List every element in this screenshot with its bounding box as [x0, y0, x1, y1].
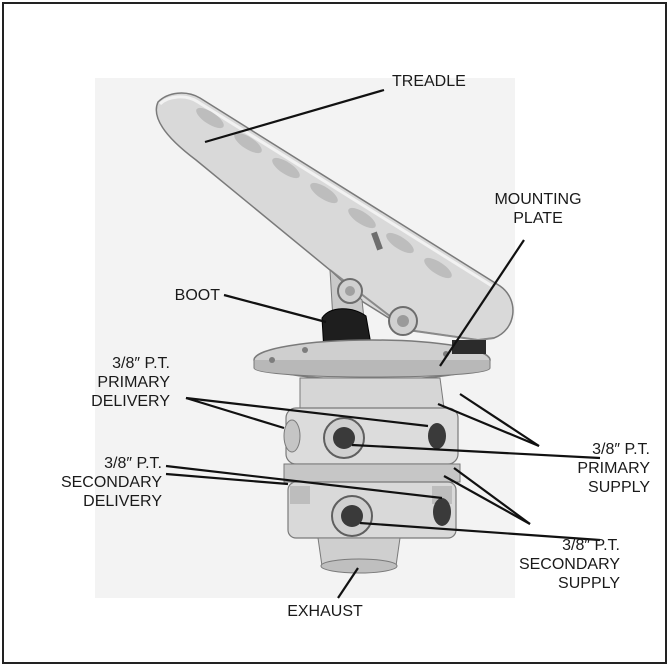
label-treadle: TREADLE [392, 73, 466, 90]
label-secondary-supply-line3: SUPPLY [558, 575, 620, 592]
valve-body-secondary [287, 481, 457, 539]
secondary-supply-port [433, 498, 451, 526]
label-primary-supply-line2: PRIMARY [577, 460, 650, 477]
label-primary-delivery-line1: 3/8″ P.T. [112, 355, 170, 372]
mounting-plate [253, 339, 491, 381]
leader-secondary-supply-1 [453, 467, 531, 525]
leader-primary-supply-2 [437, 402, 540, 448]
treadle-pedal [155, 92, 514, 342]
exhaust-port [317, 537, 401, 574]
label-primary-delivery: 3/8″ P.T. PRIMARY DELIVERY [50, 354, 170, 411]
label-secondary-delivery-line2: SECONDARY [60, 474, 162, 491]
label-secondary-supply-line1: 3/8″ P.T. [562, 537, 620, 554]
valve-body-primary [283, 377, 459, 465]
label-mounting-plate: MOUNTING PLATE [490, 190, 586, 228]
label-primary-supply-line3: SUPPLY [588, 479, 650, 496]
label-secondary-delivery-line3: DELIVERY [83, 493, 162, 510]
leader-treadle [204, 88, 385, 144]
leader-lines [165, 88, 601, 599]
leader-secondary-delivery-1 [165, 464, 443, 500]
leader-exhaust [337, 567, 359, 599]
label-secondary-delivery-line1: 3/8″ P.T. [104, 455, 162, 472]
label-mounting-plate-line2: PLATE [513, 210, 563, 227]
label-secondary-supply: 3/8″ P.T. SECONDARY SUPPLY [500, 536, 620, 593]
leader-secondary-delivery-2 [165, 472, 289, 486]
label-exhaust: EXHAUST [287, 603, 363, 620]
label-secondary-supply-line2: SECONDARY [518, 556, 620, 573]
leader-primary-delivery-2 [185, 396, 285, 430]
leader-secondary-supply-2 [443, 475, 531, 525]
label-boot: BOOT [174, 287, 220, 304]
leader-boot [223, 293, 327, 324]
leader-primary-delivery-1 [185, 396, 429, 428]
label-primary-supply: 3/8″ P.T. PRIMARY SUPPLY [540, 440, 650, 497]
valve-mid-flange [283, 463, 461, 483]
label-mounting-plate-line1: MOUNTING [494, 191, 582, 208]
label-secondary-delivery: 3/8″ P.T. SECONDARY DELIVERY [20, 454, 162, 511]
label-primary-supply-line1: 3/8″ P.T. [592, 441, 650, 458]
leader-secondary-supply-3 [359, 521, 601, 542]
brake-valve-illustration [155, 92, 514, 574]
leader-mounting-plate [439, 239, 525, 367]
leader-primary-supply-3 [351, 443, 601, 460]
label-primary-delivery-line2: PRIMARY [97, 374, 170, 391]
leader-primary-supply-1 [459, 393, 540, 447]
label-primary-delivery-line3: DELIVERY [91, 393, 170, 410]
primary-supply-port [428, 423, 446, 449]
